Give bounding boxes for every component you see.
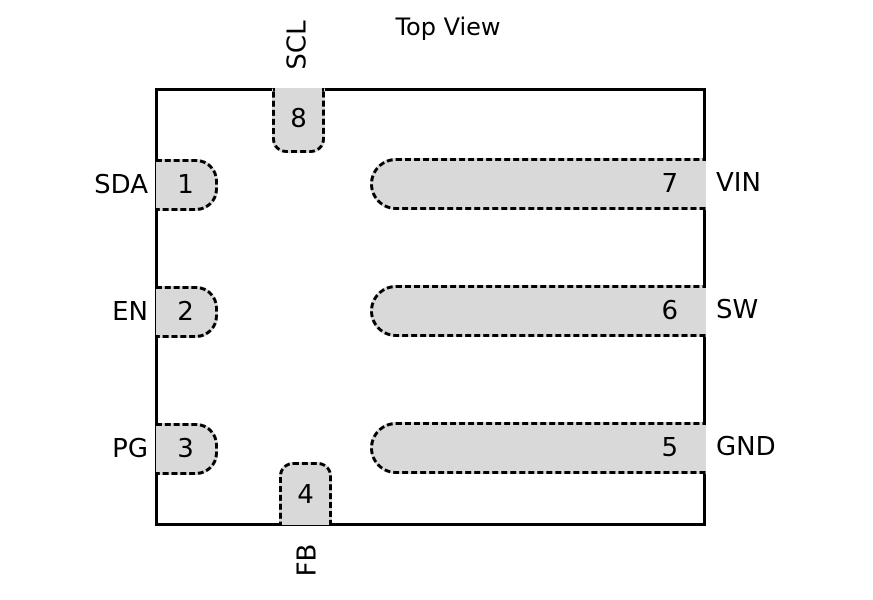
pin-2-number: 2 (177, 297, 194, 327)
pin-pad-6: 6 (370, 285, 706, 337)
pin-6-number: 6 (661, 296, 678, 326)
pin-label-en: EN (112, 297, 148, 327)
pin-label-fb: FB (277, 530, 337, 590)
pin-pad-3: 3 (156, 423, 218, 475)
diagram-title: Top View (395, 13, 501, 41)
pin-label-scl: SCL (268, 15, 328, 75)
pin-label-gnd: GND (716, 432, 776, 462)
pin-8-number: 8 (290, 104, 307, 134)
pin-pad-1: 1 (156, 159, 218, 211)
pin-pad-4: 4 (279, 462, 332, 525)
pin-pad-8: 8 (272, 88, 325, 153)
pin-pad-5: 5 (370, 422, 706, 474)
pin-4-number: 4 (297, 480, 314, 510)
pin-label-sda: SDA (94, 170, 148, 200)
pin-label-fb-text: FB (291, 543, 322, 577)
pin-1-number: 1 (177, 170, 194, 200)
pin-pad-2: 2 (156, 286, 218, 338)
pin-label-sw: SW (716, 295, 759, 325)
pin-label-vin: VIN (716, 168, 761, 198)
pin-5-number: 5 (661, 433, 678, 463)
pin-label-scl-text: SCL (283, 20, 313, 70)
pin-label-pg: PG (112, 434, 148, 464)
pin-3-number: 3 (177, 434, 194, 464)
pin-pad-7: 7 (370, 158, 706, 210)
pin-7-number: 7 (661, 169, 678, 199)
